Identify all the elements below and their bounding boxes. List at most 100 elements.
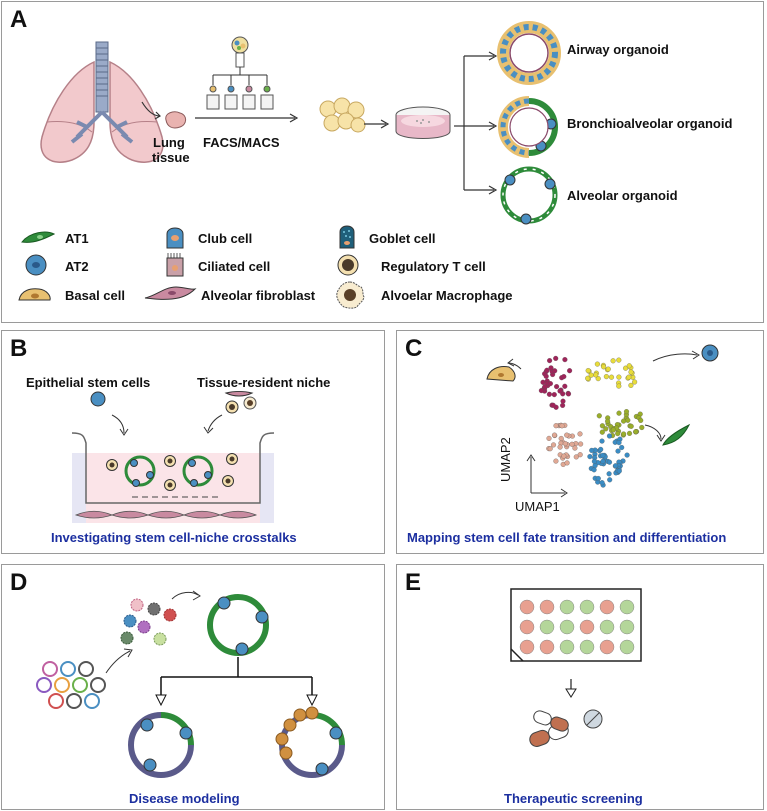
sorted-cells-cluster <box>319 97 366 133</box>
umap-point <box>561 374 567 380</box>
at1-cell-icon <box>21 231 56 243</box>
organoid-label-bronchioalveolar: Bronchioalveolar organoid <box>567 116 733 131</box>
panel-b-label: B <box>10 335 28 362</box>
macrophage-icon <box>336 281 365 309</box>
legend-alveolar-macrophage: Alvoelar Macrophage <box>381 288 513 303</box>
umap-point <box>544 367 550 373</box>
ciliated-cell-icon <box>166 253 184 277</box>
umap1-axis-label: UMAP1 <box>515 499 560 514</box>
umap-point <box>591 458 597 464</box>
treg-cell-icon <box>337 254 359 276</box>
umap-point <box>632 379 638 385</box>
panel-a-label: A <box>10 6 28 33</box>
legend-basal-cell: Basal cell <box>65 288 125 303</box>
arrow-to-dish <box>364 119 390 129</box>
lung-tissue-icon <box>165 111 187 129</box>
umap-point <box>552 368 558 374</box>
legend-at2: AT2 <box>65 259 89 274</box>
epithelial-stem-cells-label: Epithelial stem cells <box>26 375 151 390</box>
umap-point <box>577 431 583 437</box>
umap-point <box>585 368 591 374</box>
umap-point <box>547 446 553 452</box>
legend-goblet-cell: Goblet cell <box>369 231 436 246</box>
umap-point <box>624 452 630 458</box>
umap-point <box>553 355 559 361</box>
umap-point <box>615 431 621 437</box>
umap-point <box>564 460 570 466</box>
umap-point <box>616 468 622 474</box>
umap-point <box>599 429 605 435</box>
umap-point <box>628 382 634 388</box>
umap-point <box>621 431 627 437</box>
umap-point <box>554 384 560 390</box>
umap-point <box>633 429 639 435</box>
arrow-facs <box>195 113 299 123</box>
panel-c-label: C <box>405 335 423 362</box>
plate-well <box>539 639 555 655</box>
plate-well <box>619 639 635 655</box>
bronchioalveolar-organoid-icon <box>498 96 558 158</box>
panel-d-label: D <box>10 569 28 596</box>
goblet-cell-icon <box>339 225 355 249</box>
umap-point <box>591 467 597 473</box>
umap-point <box>603 374 609 380</box>
panel-e-caption: Therapeutic screening <box>504 791 643 806</box>
umap-point <box>600 458 606 464</box>
umap-point <box>560 398 566 404</box>
screening-diagram <box>510 588 642 747</box>
umap-point <box>606 433 613 439</box>
plate-well <box>599 599 615 615</box>
umap-point <box>543 373 549 379</box>
umap-point <box>595 475 601 482</box>
umap-point <box>613 463 619 469</box>
plate-well <box>559 599 575 615</box>
lung-tissue-label-1: Lung <box>153 135 185 150</box>
arrow-to-tissue <box>141 101 161 120</box>
plate-well <box>519 599 535 615</box>
umap-point <box>598 446 604 452</box>
umap-point <box>605 418 611 424</box>
plate-well <box>559 619 575 635</box>
legend-at1: AT1 <box>65 231 89 246</box>
tissue-resident-niche-label: Tissue-resident niche <box>197 375 331 390</box>
plate-well <box>519 639 535 655</box>
umap-point <box>626 374 632 380</box>
umap-point <box>553 423 559 429</box>
umap-point <box>593 372 599 378</box>
lungs-illustration <box>40 41 164 163</box>
umap-point <box>560 402 566 408</box>
umap-point <box>573 454 579 460</box>
umap-point <box>577 452 583 458</box>
panel-b-caption: Investigating stem cell-niche crosstalks <box>51 530 297 545</box>
umap-point <box>599 438 605 444</box>
umap-point <box>551 432 558 438</box>
plate-well <box>599 639 615 655</box>
legend-regulatory-t-cell: Regulatory T cell <box>381 259 486 274</box>
plate-well <box>519 619 535 635</box>
plate-well <box>619 599 635 615</box>
umap-point <box>616 357 622 363</box>
umap-point <box>585 375 591 381</box>
umap-point <box>562 383 568 389</box>
panel-c: C UMAP2 UMAP1 Mapping stem cell fate tra… <box>396 330 764 554</box>
umap-point <box>628 423 634 429</box>
umap-point <box>564 432 570 438</box>
umap-point <box>547 381 553 387</box>
organoid-label-airway: Airway organoid <box>567 42 669 57</box>
umap-point <box>621 418 627 424</box>
at2-cell-icon <box>25 254 47 276</box>
umap-point <box>538 388 544 394</box>
plate-well <box>579 619 595 635</box>
fibroblast-icon <box>144 286 197 300</box>
umap-point <box>578 441 584 447</box>
plate-well <box>619 619 635 635</box>
plate-well <box>579 599 595 615</box>
umap-point <box>562 441 568 447</box>
panel-a: A Lung tissue <box>1 1 764 323</box>
plate-well <box>579 639 595 655</box>
plate-well <box>539 619 555 635</box>
umap-point <box>599 423 605 429</box>
organoid-label-alveolar: Alveolar organoid <box>567 188 678 203</box>
plate-well <box>599 619 615 635</box>
umap-point <box>558 435 564 442</box>
